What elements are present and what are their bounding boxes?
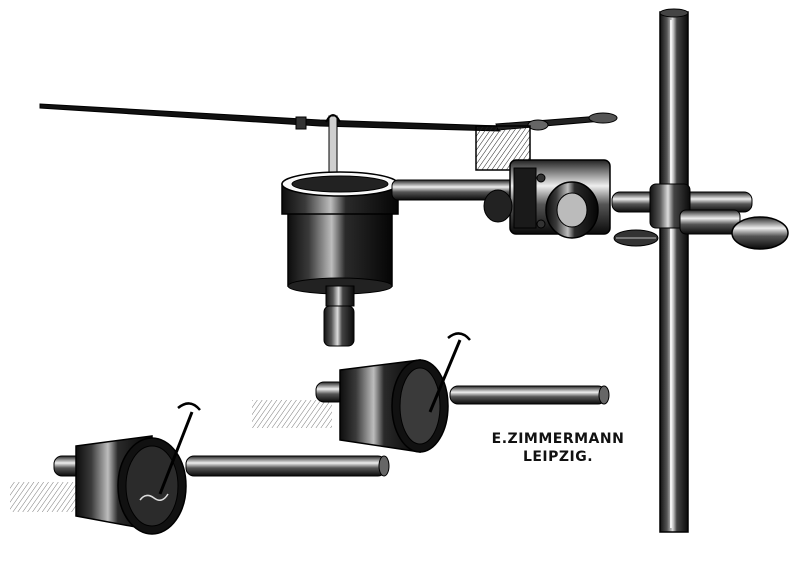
mounting-block	[475, 125, 611, 239]
maker-city: LEIPZIG.	[522, 449, 594, 465]
maker-name: E.ZIMMERMANN	[491, 431, 625, 447]
lower-drum-right	[252, 332, 610, 453]
main-drum	[281, 171, 399, 347]
stand-clamp	[611, 183, 789, 250]
lower-drum-left	[10, 402, 390, 535]
stand-rod	[659, 8, 689, 533]
maker-signature: E.ZIMMERMANN LEIPZIG.	[468, 430, 648, 466]
